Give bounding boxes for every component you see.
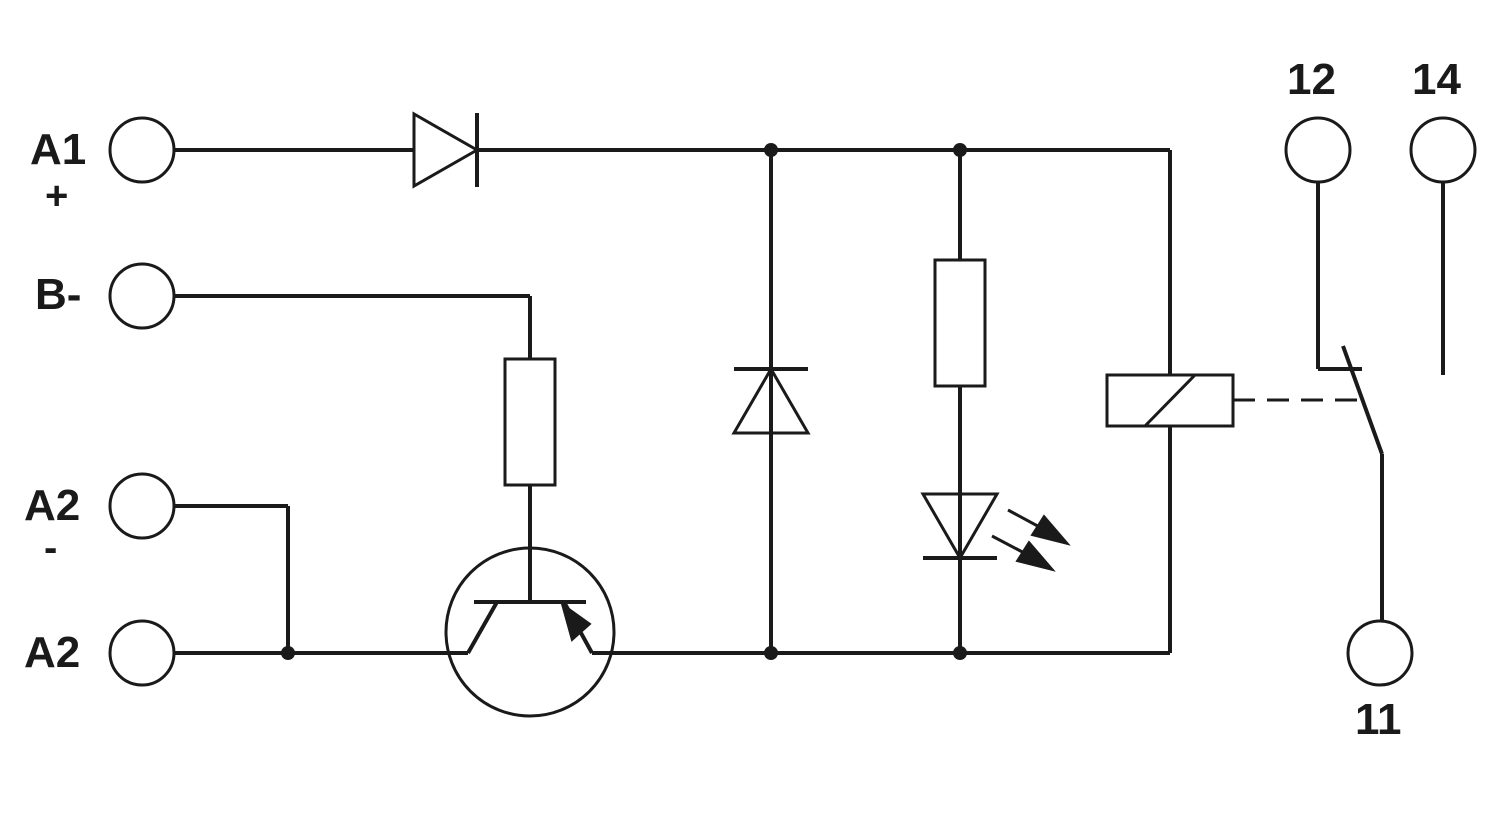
b-minus-wire <box>174 294 532 359</box>
terminal-a2-upper-label: A2 <box>24 481 81 530</box>
terminal-14-label: 14 <box>1412 55 1461 104</box>
terminal-11-label: 11 <box>1355 695 1402 744</box>
junction-dot <box>281 646 295 660</box>
junction-dot <box>764 646 778 660</box>
relay-coil <box>1105 373 1235 428</box>
terminal-a1-circle <box>108 116 176 184</box>
terminal-a1-label: A1 <box>30 125 87 174</box>
terminal-14-circle <box>1409 116 1477 184</box>
terminal-11-circle <box>1346 619 1414 687</box>
terminal-a2-lower-label: A2 <box>24 628 81 677</box>
freewheel-diode-branch <box>731 150 811 653</box>
terminal-b-minus-label: B- <box>35 270 82 319</box>
terminal-12-label: 12 <box>1287 55 1336 104</box>
base-resistor <box>503 357 557 487</box>
relay-contacts <box>1316 182 1445 621</box>
junction-dot <box>764 143 778 157</box>
terminal-12-circle <box>1284 116 1352 184</box>
terminal-a2-lower-circle <box>108 619 176 687</box>
terminal-a2-upper-circle <box>108 472 176 540</box>
terminal-b-minus-circle <box>108 262 176 330</box>
led-light-arrows <box>991 508 1071 572</box>
led-branch <box>920 150 1000 653</box>
junction-dot <box>953 143 967 157</box>
terminal-a1-sign: + <box>45 174 69 218</box>
a2-link-wire <box>174 504 290 653</box>
bottom-rail <box>174 426 1172 655</box>
top-rail <box>174 148 1172 375</box>
series-diode <box>412 111 481 189</box>
transistor <box>444 546 616 718</box>
terminal-a2-upper-sign: - <box>44 526 58 570</box>
junction-dot <box>953 646 967 660</box>
